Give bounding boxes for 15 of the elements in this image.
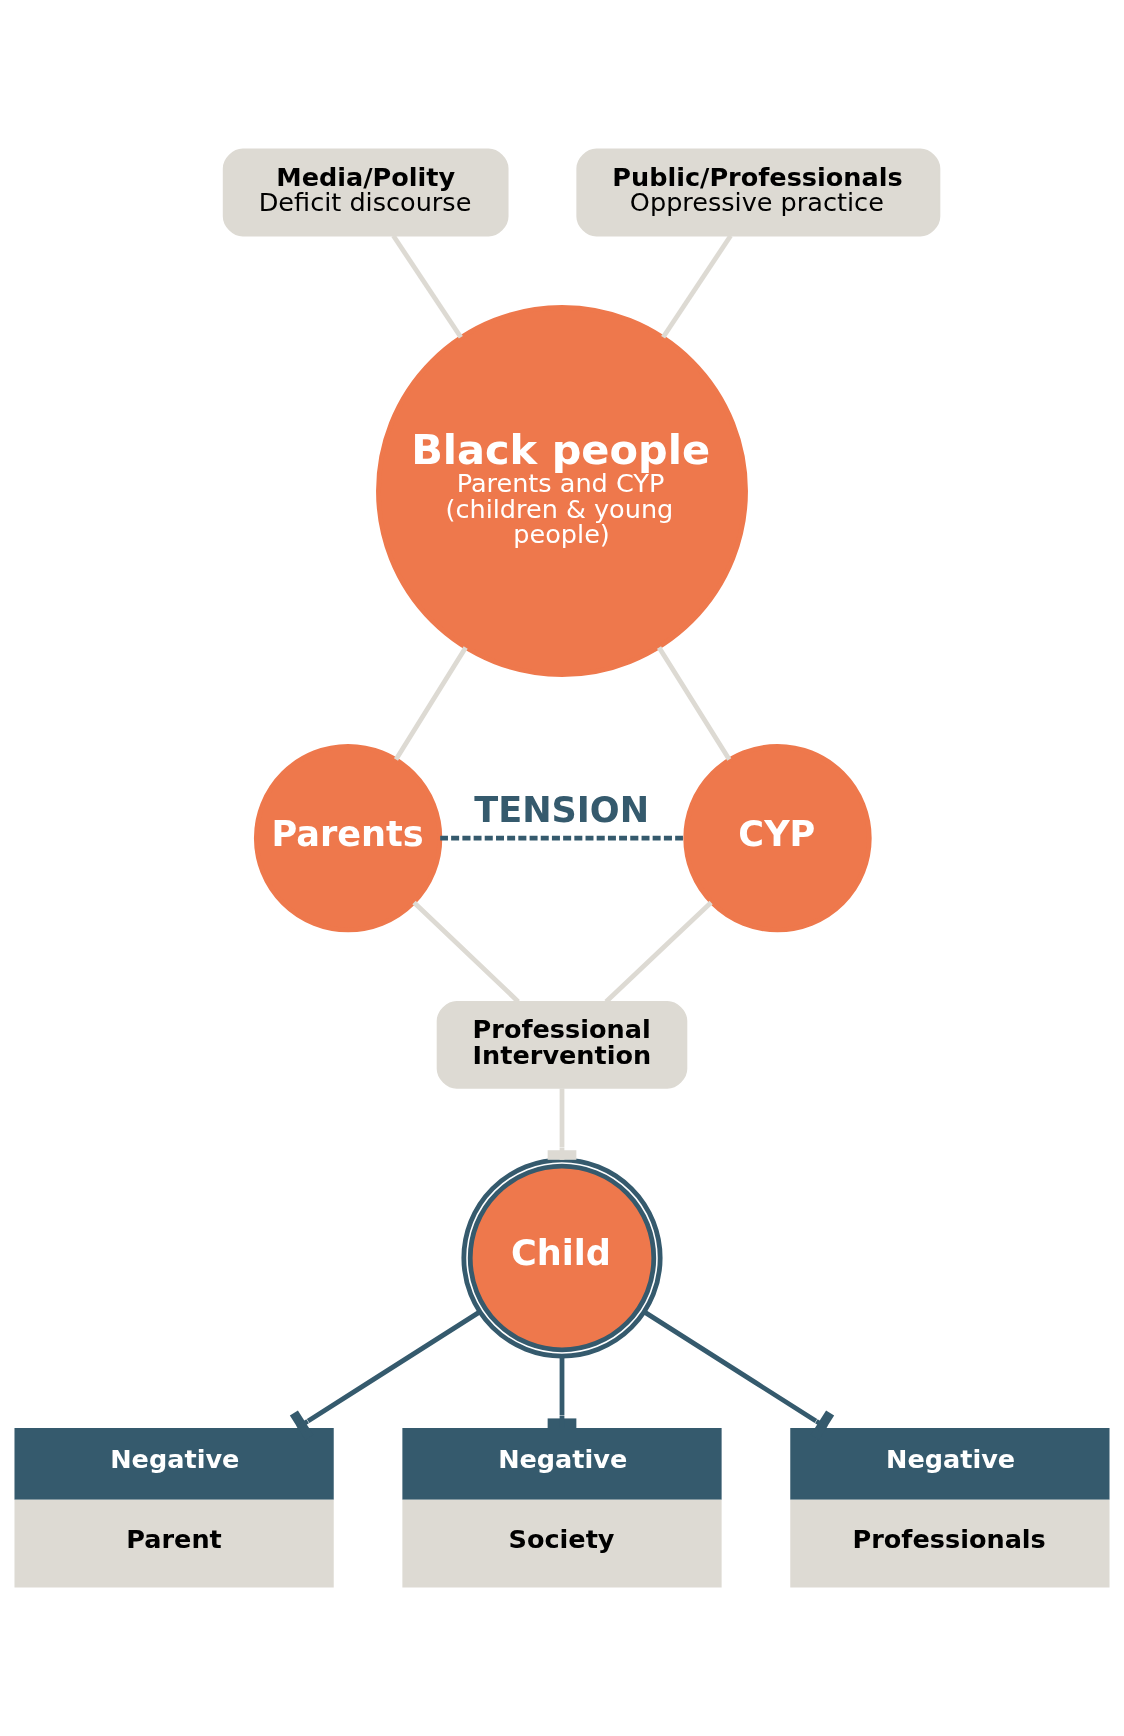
connector: [391, 233, 463, 339]
connector: [661, 233, 733, 339]
node-circle: Black people Parents and CYP (children & young people): [376, 304, 748, 677]
node-circle: CYP: [683, 743, 872, 932]
node-circle: Child: [461, 1156, 663, 1359]
connector: [412, 900, 520, 1003]
connector: [604, 900, 713, 1003]
edge-label: TENSION: [474, 788, 650, 830]
connector: [657, 645, 732, 761]
node-box: Media/Polity Deficit discourse: [222, 148, 509, 236]
connector: [440, 835, 686, 841]
node-box: Professional Intervention: [436, 1000, 688, 1089]
node-circle: Parents: [253, 743, 443, 932]
node-box: Public/Professionals Oppressive practice: [576, 148, 941, 236]
connector: [393, 645, 468, 761]
